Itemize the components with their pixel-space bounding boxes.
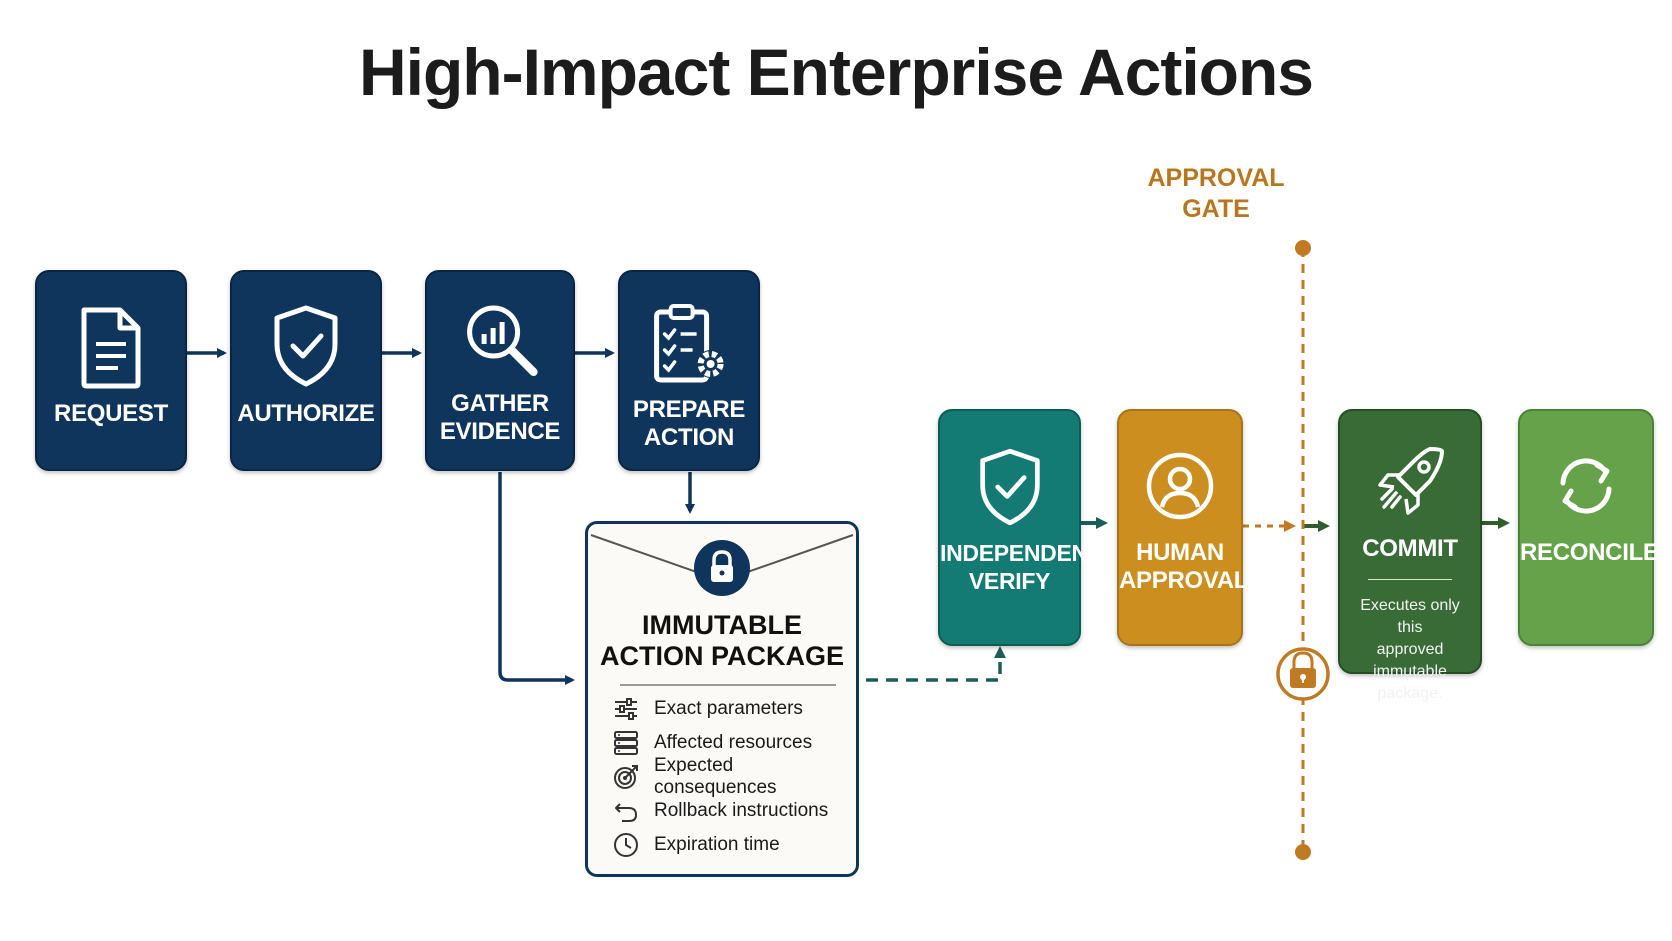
approval-gate-label: APPROVAL GATE <box>1126 163 1306 225</box>
magnifier-chart-icon <box>467 305 538 376</box>
arrow-package-verify <box>866 646 1006 682</box>
package-item-label: Expected consequences <box>654 755 777 798</box>
step-verify-label: INDEPENDENT VERIFY <box>940 539 1102 595</box>
package-item-label: Affected resources <box>654 732 813 753</box>
step-reconcile-label: RECONCILE <box>1520 539 1659 566</box>
step-gather-label-line2: EVIDENCE <box>439 418 561 445</box>
document-icon <box>81 307 141 389</box>
diagram-title: High-Impact Enterprise Actions <box>358 35 1314 109</box>
commit-description-line2: approved immutable <box>1373 641 1447 680</box>
step-verify-label-line2: VERIFY <box>968 568 1051 594</box>
step-request[interactable]: REQUEST <box>35 270 187 471</box>
package-item-label: Rollback instructions <box>654 800 829 821</box>
step-independent-verify[interactable]: INDEPENDENT VERIFY <box>938 409 1102 646</box>
step-reconcile[interactable]: RECONCILE <box>1518 409 1659 646</box>
step-gather-label: GATHER EVIDENCE <box>427 390 573 446</box>
target-icon <box>614 765 638 789</box>
package-title: IMMUTABLE ACTION PACKAGE <box>588 610 856 672</box>
step-approval-label-line2: APPROVAL <box>1119 567 1249 594</box>
step-gather-label-line1: GATHER <box>451 390 549 417</box>
package-item-resources: Affected resources <box>612 728 812 758</box>
commit-description-line1: Executes only this <box>1360 597 1460 636</box>
immutable-action-package[interactable]: IMMUTABLE ACTION PACKAGE Exact parameter… <box>585 521 859 877</box>
package-item-expiration: Expiration time <box>612 830 780 860</box>
rocket-icon <box>1378 447 1444 515</box>
package-title-line1: IMMUTABLE <box>642 610 802 640</box>
package-item-rollback: Rollback instructions <box>612 796 828 826</box>
gate-bottom-dot <box>1295 844 1311 860</box>
gate-top-dot <box>1295 240 1311 256</box>
step-authorize[interactable]: AUTHORIZE <box>230 270 382 471</box>
step-request-label: REQUEST <box>54 400 168 427</box>
sliders-icon <box>615 698 637 720</box>
step-prepare-label-line2: ACTION <box>643 424 735 451</box>
person-icon <box>1146 452 1214 520</box>
gate-label-line2: GATE <box>1182 195 1250 223</box>
clipboard-gear-icon <box>654 304 725 383</box>
step-prepare-action[interactable]: PREPARE ACTION <box>618 270 760 471</box>
clock-icon <box>614 833 638 857</box>
step-approval-label: HUMAN APPROVAL <box>1119 539 1249 595</box>
gate-label-line1: APPROVAL <box>1147 164 1285 192</box>
shield-check-icon <box>274 305 338 387</box>
step-prepare-label: PREPARE ACTION <box>620 396 758 452</box>
package-item-consequences: Expected consequences <box>612 755 856 798</box>
package-item-label: Exact parameters <box>654 698 803 719</box>
package-divider <box>620 684 836 686</box>
step-approval-label-line1: HUMAN <box>1136 539 1224 566</box>
step-verify-label-line1: INDEPENDENT <box>940 540 1102 566</box>
refresh-cycle-icon <box>1560 458 1612 514</box>
arrow-gather-package <box>498 472 575 685</box>
step-human-approval[interactable]: HUMAN APPROVAL <box>1117 409 1249 646</box>
package-item-parameters: Exact parameters <box>612 694 803 724</box>
server-icon <box>614 731 638 755</box>
step-prepare-label-line1: PREPARE <box>632 396 746 423</box>
gate-lock-icon <box>1276 647 1330 701</box>
commit-description-line3: package. <box>1377 685 1443 702</box>
package-item-label: Expiration time <box>654 834 780 855</box>
step-gather-evidence[interactable]: GATHER EVIDENCE <box>425 270 575 471</box>
commit-description: Executes only this approved immutable pa… <box>1348 595 1472 705</box>
step-commit[interactable]: COMMIT Executes only this approved immut… <box>1338 409 1482 702</box>
shield-check-icon <box>979 448 1040 526</box>
package-lock-icon <box>694 540 750 596</box>
package-title-line2: ACTION PACKAGE <box>599 641 844 671</box>
step-authorize-label: AUTHORIZE <box>237 400 375 427</box>
step-commit-label: COMMIT <box>1362 535 1458 562</box>
undo-icon <box>615 803 638 822</box>
commit-divider <box>1368 579 1452 580</box>
